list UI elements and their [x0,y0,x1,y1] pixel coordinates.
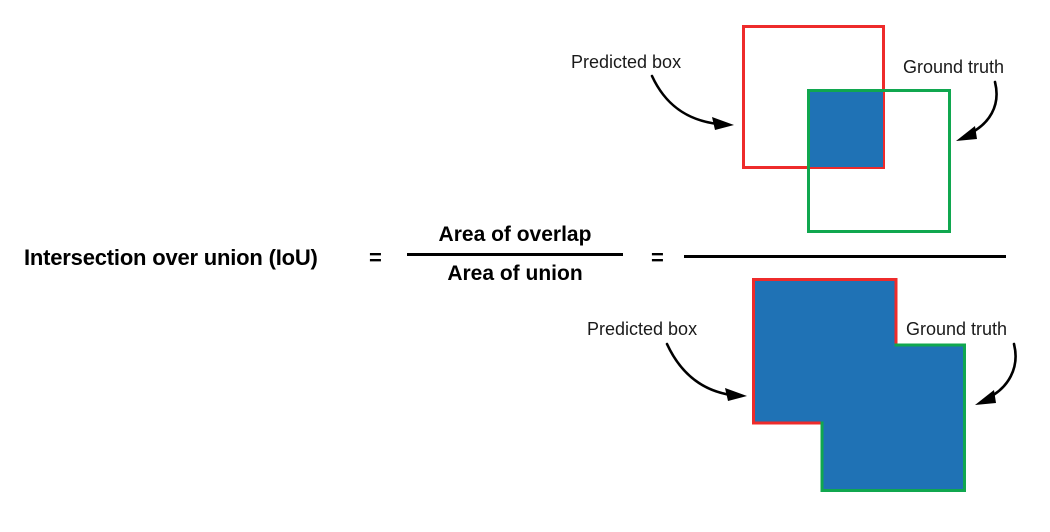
overlap-area-fill [810,92,883,167]
arrow-ground-truth-top [956,80,998,141]
fraction-denominator: Area of union [447,262,583,285]
iou-fraction: Area of overlap Area of union [407,222,623,287]
predicted-box-label-bottom: Predicted box [587,319,698,339]
visual-fraction-bar [684,255,1006,258]
arrow-ground-truth-bottom [975,342,1017,405]
ground-truth-label-top: Ground truth [903,57,1005,77]
ground-truth-box-outline-top [807,89,951,233]
ground-truth-label-bottom: Ground truth [906,319,1008,339]
predicted-box-label-top: Predicted box [571,52,682,72]
union-shape [752,278,970,493]
fraction-bar [407,253,623,256]
equals-sign-2: = [651,245,664,270]
arrow-predicted-box-top [650,74,734,130]
equals-sign-1: = [369,245,382,270]
fraction-numerator: Area of overlap [438,223,592,246]
predicted-box-outline-top [742,25,885,169]
arrow-predicted-box-bottom [665,342,747,401]
page-title: Intersection over union (IoU) [24,245,318,270]
